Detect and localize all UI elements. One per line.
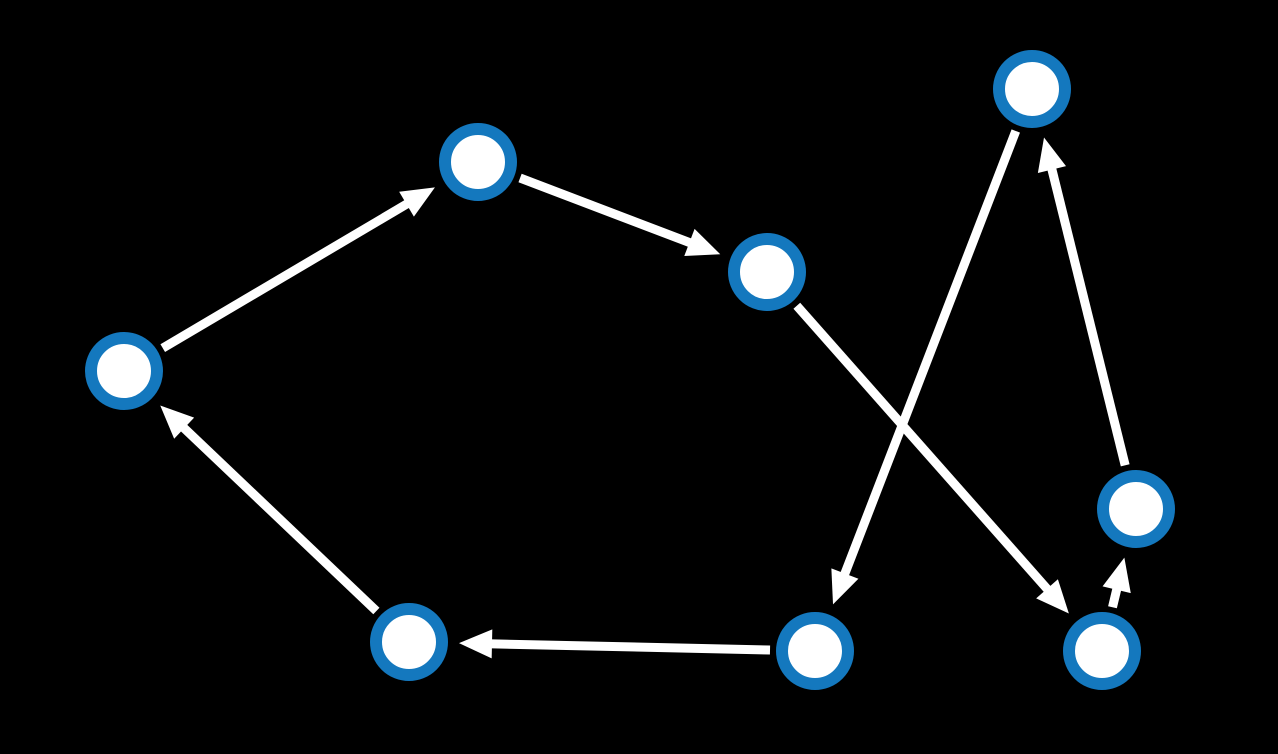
graph-edge-n2-to-n3 <box>518 173 721 257</box>
edge-line <box>178 422 380 615</box>
graph-node-bottom-right <box>1063 612 1141 690</box>
edge-line <box>518 173 695 249</box>
graph-node-right <box>1097 470 1175 548</box>
edge-line <box>160 198 413 352</box>
graph-edge-n8-to-n4 <box>160 405 380 615</box>
arrowhead-icon <box>1036 579 1069 614</box>
arrowhead-icon <box>458 629 493 659</box>
graph-edge-n3-to-n7 <box>793 302 1069 614</box>
arrowhead-icon <box>1037 137 1067 174</box>
graph-edge-n7-to-n5 <box>1102 557 1131 609</box>
arrowhead-icon <box>399 187 435 217</box>
graph-edge-n5-to-n1 <box>1037 137 1130 467</box>
edge-line <box>839 129 1020 579</box>
graph-edge-n1-to-n6 <box>831 129 1020 605</box>
graph-node-top-right <box>993 50 1071 128</box>
arrowhead-icon <box>1102 557 1131 594</box>
arrowhead-icon <box>684 228 721 257</box>
arrowhead-icon <box>160 405 195 439</box>
graph-edge-n4-to-n2 <box>160 187 435 352</box>
graph-node-bottom-middle <box>776 612 854 690</box>
graph-node-left <box>85 332 163 410</box>
edge-line <box>1046 164 1130 467</box>
graph-edge-n6-to-n8 <box>458 629 771 659</box>
graph-node-bottom-left <box>370 603 448 681</box>
edge-line <box>487 639 771 655</box>
graph-node-upper-middle <box>439 123 517 201</box>
arrowhead-icon <box>831 568 859 605</box>
graph-node-center <box>728 233 806 311</box>
edge-line <box>793 302 1054 595</box>
